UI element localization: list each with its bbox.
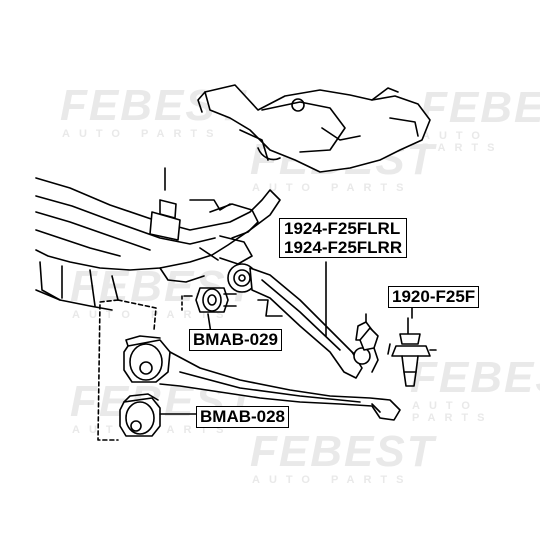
ball-joint-mounted bbox=[359, 327, 379, 373]
callout-bmab-029: BMAB-029 bbox=[189, 329, 283, 351]
callout-ball-joint: 1920-F25F bbox=[388, 286, 480, 308]
lower-control-arm bbox=[139, 351, 401, 421]
callout-upper-arm: 1924-F25FLRL 1924-F25FLRR bbox=[279, 218, 408, 258]
support-bracket bbox=[199, 203, 259, 265]
leader-bmab-029 bbox=[257, 299, 283, 317]
subframe-rear bbox=[197, 84, 431, 173]
part-number-upper-arm-right: 1924-F25FLRR bbox=[284, 238, 403, 257]
spring-mount bbox=[149, 167, 231, 241]
bushing-028-exploded bbox=[119, 393, 161, 437]
part-number-upper-arm-left: 1924-F25FLRL bbox=[284, 219, 401, 238]
bushing-028-mounted bbox=[123, 335, 171, 383]
callout-bmab-028: BMAB-028 bbox=[196, 406, 290, 428]
upper-control-arm bbox=[249, 267, 373, 379]
bushing-029-exploded bbox=[195, 287, 237, 313]
ball-joint bbox=[387, 317, 437, 387]
